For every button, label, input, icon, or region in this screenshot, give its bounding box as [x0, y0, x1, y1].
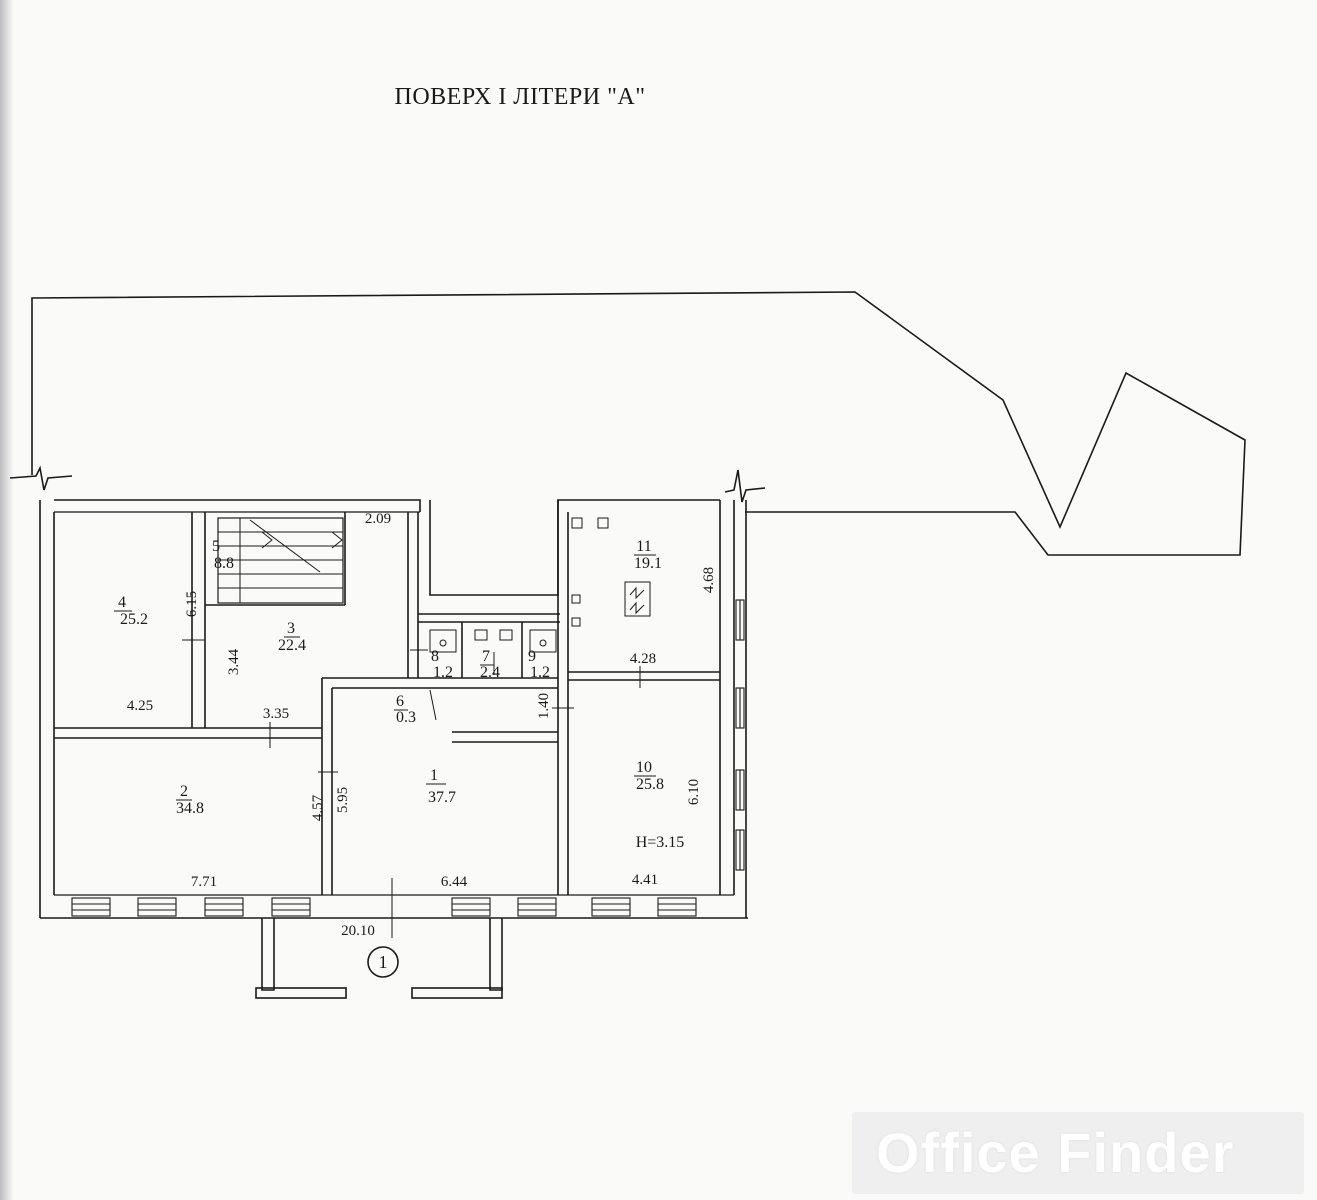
room-3-area: 22.4: [278, 637, 306, 654]
dim-room2-width: 7.71: [191, 874, 217, 890]
dim-room3-width: 3.35: [263, 706, 289, 722]
room-5-area: 8.8: [214, 555, 234, 572]
dim-room10-width: 4.41: [632, 872, 658, 888]
entrance-marker-circle: [367, 946, 399, 978]
room-8-area: 1.2: [433, 664, 453, 681]
entrance-marker-label: 1: [379, 952, 388, 972]
room-4-area: 25.2: [120, 611, 148, 628]
dim-room3-depth: 3.44: [226, 648, 242, 675]
dim-room4-depth: 6.15: [184, 591, 200, 617]
dim-room1-depth: 5.95: [335, 787, 351, 813]
outer-wall: [54, 499, 421, 512]
room-1-area: 37.7: [428, 789, 456, 806]
room-9-number: 9: [528, 648, 536, 665]
dim-room3-top: 2.09: [365, 511, 391, 527]
entrance-porch: [255, 918, 503, 999]
watermark: Office Finder: [852, 1112, 1304, 1194]
room-8-number: 8: [431, 648, 439, 665]
ceiling-height: H=3.15: [636, 834, 685, 851]
break-mark-left: [9, 465, 73, 491]
room-7-number: 7: [482, 648, 490, 665]
room-9-area: 1.2: [530, 664, 550, 681]
dim-room1-width: 6.44: [441, 874, 468, 890]
dim-corridor-depth: 1.40: [536, 693, 552, 719]
room-5-number: 5: [212, 538, 220, 555]
scan-edge-shadow: [0, 0, 14, 1200]
room-2-number: 2: [180, 783, 188, 800]
dim-room2-depth: 4.57: [310, 794, 326, 821]
dim-room11-width: 4.28: [630, 651, 656, 667]
room-6-area: 0.3: [396, 709, 416, 726]
room-6-number: 6: [396, 693, 404, 710]
room-7-area: 2.4: [480, 664, 500, 681]
room-4-number: 4: [118, 594, 126, 611]
dim-room11-depth: 4.68: [701, 567, 717, 593]
room-3-number: 3: [287, 620, 295, 637]
break-mark-right: [724, 469, 766, 503]
room-1-number: 1: [430, 767, 438, 784]
floor-title: ПОВЕРХ І ЛІТЕРИ "А": [394, 84, 646, 110]
room-11-number: 11: [636, 538, 651, 555]
dim-total-length: 20.10: [341, 923, 375, 939]
dim-room4-width: 4.25: [127, 698, 153, 714]
room-10-area: 25.8: [636, 776, 664, 793]
room-2-area: 34.8: [176, 800, 204, 817]
room-10-number: 10: [636, 759, 652, 776]
dim-room10-depth: 6.10: [686, 779, 702, 805]
room-11-area: 19.1: [634, 555, 662, 572]
site-boundary: [31, 291, 1246, 556]
